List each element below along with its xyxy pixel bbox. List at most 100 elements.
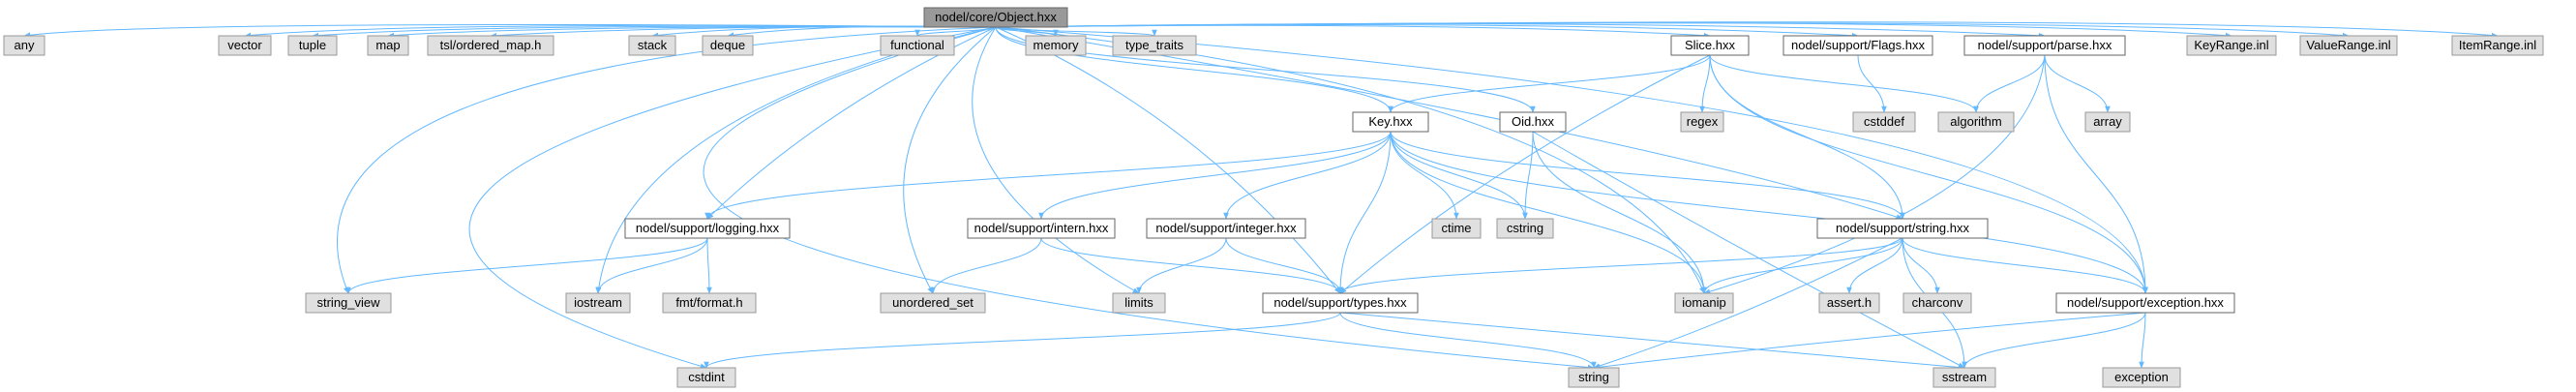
edge-slice-to-exception_hxx: [1709, 54, 2148, 294]
node-deque: deque: [702, 35, 754, 56]
edge-key-to-types: [1337, 131, 1392, 294]
edge-flags-to-cstddef: [1857, 54, 1887, 113]
node-functional: functional: [880, 35, 955, 56]
edge-nstring-to-types: [1337, 237, 1903, 294]
node-any: any: [3, 35, 45, 56]
node-flags[interactable]: nodel/support/Flags.hxx: [1782, 35, 1933, 56]
edge-logging-to-string_view: [345, 237, 708, 294]
node-label-functional: functional: [890, 38, 944, 52]
node-label-array: array: [2093, 114, 2122, 129]
node-label-itemrange: ItemRange.inl: [2459, 38, 2536, 52]
node-regex: regex: [1680, 111, 1724, 133]
node-nstring[interactable]: nodel/support/string.hxx: [1816, 218, 1989, 239]
edge-root-to-string: [703, 26, 1595, 371]
node-label-assert: assert.h: [1827, 295, 1872, 310]
edge-parse-to-exception_hxx: [2044, 54, 2148, 294]
edge-slice-to-regex: [1699, 54, 1711, 113]
node-cstddef: cstddef: [1852, 111, 1916, 133]
node-slice[interactable]: Slice.hxx: [1670, 35, 1750, 56]
edge-exception_hxx-to-string: [1593, 312, 2146, 371]
node-algorithm: algorithm: [1937, 111, 2015, 133]
node-label-types: nodel/support/types.hxx: [1273, 295, 1407, 310]
node-label-tuple: tuple: [299, 38, 326, 52]
edge-oid-to-sstream: [1532, 131, 1965, 369]
edge-parse-to-array: [2044, 54, 2111, 113]
node-label-flags: nodel/support/Flags.hxx: [1791, 38, 1926, 52]
node-label-valuerange: ValueRange.inl: [2306, 38, 2390, 52]
edge-root-to-nstring: [995, 26, 1903, 220]
node-tuple: tuple: [287, 35, 338, 56]
node-label-ordered-map: tsl/ordered_map.h: [440, 38, 542, 52]
node-label-key: Key.hxx: [1368, 114, 1413, 129]
node-label-sstream: sstream: [1942, 370, 1987, 384]
node-oid[interactable]: Oid.hxx: [1499, 111, 1567, 133]
node-label-iostream: iostream: [574, 295, 622, 310]
node-charconv: charconv: [1902, 292, 1972, 314]
node-intern[interactable]: nodel/support/intern.hxx: [967, 218, 1116, 239]
node-label-cstdint: cstdint: [688, 370, 725, 384]
node-string-view: string_view: [305, 292, 392, 314]
node-vector: vector: [218, 35, 272, 56]
node-label-fmt: fmt/format.h: [675, 295, 742, 310]
node-label-oid: Oid.hxx: [1512, 114, 1555, 129]
node-integer[interactable]: nodel/support/integer.hxx: [1146, 218, 1306, 239]
edge-root-to-iomanip: [995, 26, 1705, 294]
node-stack: stack: [628, 35, 676, 56]
edge-key-to-intern: [1038, 131, 1392, 220]
edge-integer-to-types: [1225, 237, 1343, 294]
node-label-parse: nodel/support/parse.hxx: [1978, 38, 2112, 52]
node-label-deque: deque: [710, 38, 745, 52]
node-sstream: sstream: [1932, 367, 1996, 388]
edge-oid-to-iomanip: [1532, 131, 1707, 294]
edge-key-to-cstring: [1390, 131, 1528, 220]
node-types[interactable]: nodel/support/types.hxx: [1262, 292, 1419, 314]
edge-nstring-to-exception_hxx: [1902, 237, 2148, 294]
node-logging[interactable]: nodel/support/logging.hxx: [624, 218, 791, 239]
edge-root-to-map: [387, 26, 997, 39]
edge-key-to-exception_hxx: [1390, 131, 2148, 294]
edge-root-to-unordered_set: [903, 26, 997, 294]
node-label-unordered-set: unordered_set: [892, 295, 973, 310]
node-label-keyrange: KeyRange.inl: [2194, 38, 2268, 52]
node-type-traits: type_traits: [1112, 35, 1197, 56]
edge-exception_hxx-to-exception: [2139, 312, 2146, 369]
node-iomanip: iomanip: [1674, 292, 1734, 314]
node-parse[interactable]: nodel/support/parse.hxx: [1963, 35, 2126, 56]
edge-logging-to-iostream: [595, 237, 708, 294]
node-label-iomanip: iomanip: [1682, 295, 1726, 310]
node-exception-hxx[interactable]: nodel/support/exception.hxx: [2055, 292, 2235, 314]
node-label-intern: nodel/support/intern.hxx: [974, 221, 1109, 235]
edge-nstring-to-string: [1593, 237, 1903, 369]
node-label-cstddef: cstddef: [1864, 114, 1904, 129]
edge-key-to-integer: [1223, 131, 1392, 220]
node-label-slice: Slice.hxx: [1685, 38, 1736, 52]
edge-parse-to-algorithm: [1973, 54, 2046, 113]
edge-logging-to-fmt: [706, 237, 712, 294]
node-label-string: string: [1578, 370, 1609, 384]
edge-root-to-key: [995, 26, 1393, 113]
node-label-string-view: string_view: [316, 295, 380, 310]
edge-nstring-to-charconv: [1902, 237, 1940, 294]
edge-root-to-string_view: [337, 26, 997, 294]
node-memory: memory: [1025, 35, 1087, 56]
node-label-exception-hxx: nodel/support/exception.hxx: [2067, 295, 2224, 310]
node-ordered-map: tsl/ordered_map.h: [427, 35, 554, 56]
edge-parse-to-iomanip: [1703, 54, 2046, 294]
node-fmt: fmt/format.h: [662, 292, 757, 314]
node-root[interactable]: nodel/core/Object.hxx: [923, 7, 1068, 28]
node-label-cstring: cstring: [1507, 221, 1543, 235]
node-label-type-traits: type_traits: [1125, 38, 1183, 52]
node-label-map: map: [375, 38, 400, 52]
node-label-algorithm: algorithm: [1950, 114, 2001, 129]
node-label-logging: nodel/support/logging.hxx: [636, 221, 780, 235]
node-label-root: nodel/core/Object.hxx: [935, 10, 1057, 24]
edge-key-to-iomanip: [1390, 131, 1707, 294]
node-label-ctime: ctime: [1441, 221, 1471, 235]
node-map: map: [367, 35, 409, 56]
node-label-limits: limits: [1124, 295, 1153, 310]
node-cstring: cstring: [1496, 218, 1554, 239]
edge-slice-to-key: [1388, 54, 1711, 113]
node-key[interactable]: Key.hxx: [1352, 111, 1429, 133]
node-array: array: [2084, 111, 2131, 133]
node-limits: limits: [1112, 292, 1166, 314]
